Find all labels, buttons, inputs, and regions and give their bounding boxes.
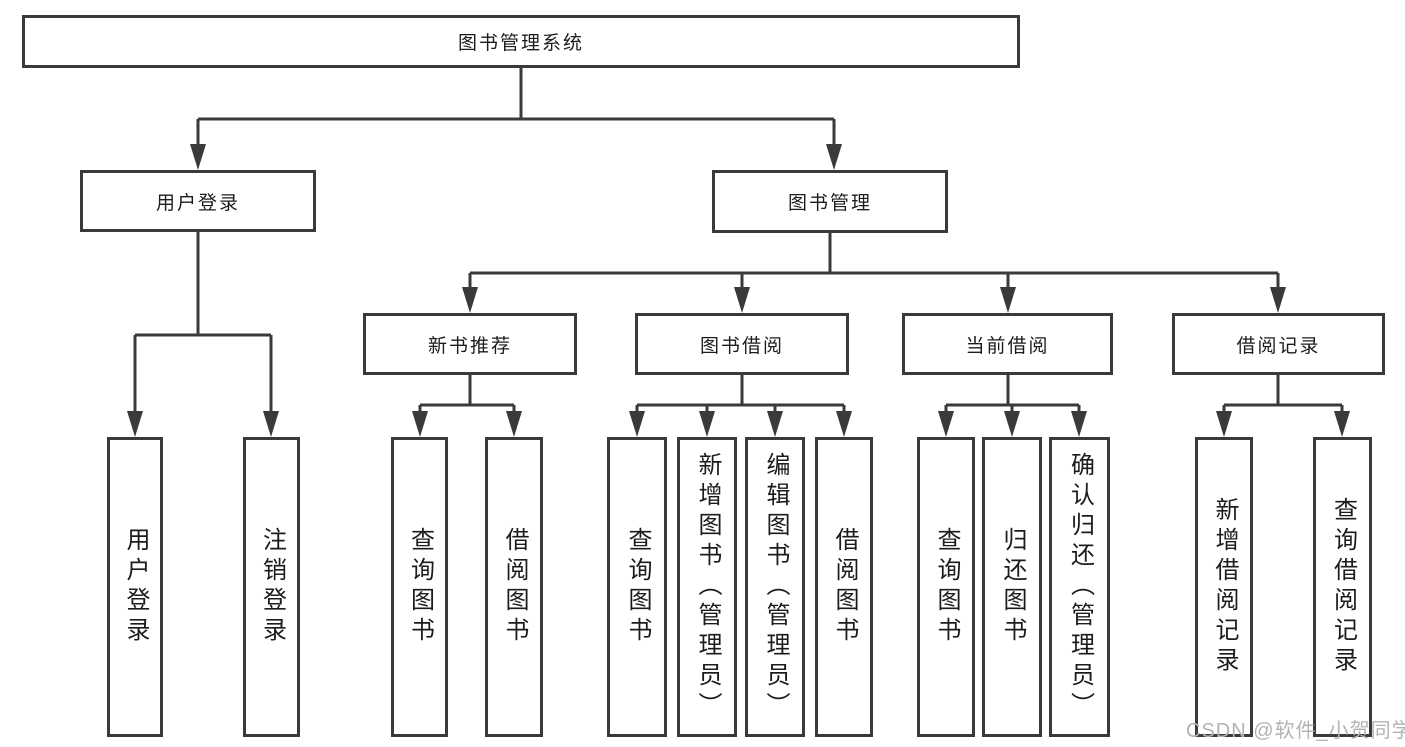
node-label: 当前借阅 [965, 335, 1050, 357]
node-user-login-module: 用户登录 [80, 170, 316, 232]
leaf-borrow-query-books: 查询图书 [607, 437, 667, 737]
leaf-logout: 注销登录 [243, 437, 300, 737]
node-book-management-module: 图书管理 [712, 170, 948, 233]
node-borrow-records: 借阅记录 [1172, 313, 1385, 375]
leaf-edit-books-admin: 编辑图书（管理员） [745, 437, 805, 737]
node-book-borrow: 图书借阅 [635, 313, 849, 375]
leaf-label: 借阅图书 [501, 527, 528, 647]
leaf-borrow-books: 借阅图书 [815, 437, 873, 737]
node-label: 新书推荐 [427, 335, 512, 357]
arrowhead-icons [127, 144, 1350, 437]
node-root-label: 图书管理系统 [457, 33, 584, 54]
leaf-label: 注销登录 [258, 527, 286, 647]
leaf-recommend-borrow-books: 借阅图书 [485, 437, 543, 737]
leaf-label: 新增图书（管理员） [694, 452, 721, 722]
leaf-label: 查询借阅记录 [1329, 497, 1357, 677]
leaf-label: 查询图书 [406, 527, 434, 647]
leaf-confirm-return-admin: 确认归还（管理员） [1049, 437, 1110, 737]
leaf-add-books-admin: 新增图书（管理员） [677, 437, 737, 737]
leaf-label: 归还图书 [999, 527, 1026, 647]
node-label: 图书借阅 [699, 335, 784, 357]
node-label: 用户登录 [155, 192, 240, 214]
leaf-current-query-books: 查询图书 [917, 437, 975, 737]
leaf-label: 查询图书 [624, 527, 651, 647]
leaf-label: 确认归还（管理员） [1066, 452, 1094, 722]
leaf-label: 查询图书 [933, 527, 960, 647]
node-root: 图书管理系统 [22, 15, 1020, 68]
leaf-user-login: 用户登录 [107, 437, 163, 737]
leaf-label: 新增借阅记录 [1211, 497, 1238, 677]
leaf-recommend-query-books: 查询图书 [391, 437, 448, 737]
node-new-book-recommend: 新书推荐 [363, 313, 577, 375]
leaf-return-books: 归还图书 [982, 437, 1042, 737]
leaf-query-borrow-record: 查询借阅记录 [1313, 437, 1372, 737]
node-current-borrow: 当前借阅 [902, 313, 1113, 375]
leaf-label: 用户登录 [122, 527, 149, 647]
leaf-label: 借阅图书 [831, 527, 858, 647]
leaf-label: 编辑图书（管理员） [762, 452, 789, 722]
leaf-add-borrow-record: 新增借阅记录 [1195, 437, 1253, 737]
node-label: 借阅记录 [1236, 335, 1321, 357]
csdn-watermark: CSDN @软件_小贺同学 [1186, 720, 1405, 742]
node-label: 图书管理 [787, 193, 872, 214]
